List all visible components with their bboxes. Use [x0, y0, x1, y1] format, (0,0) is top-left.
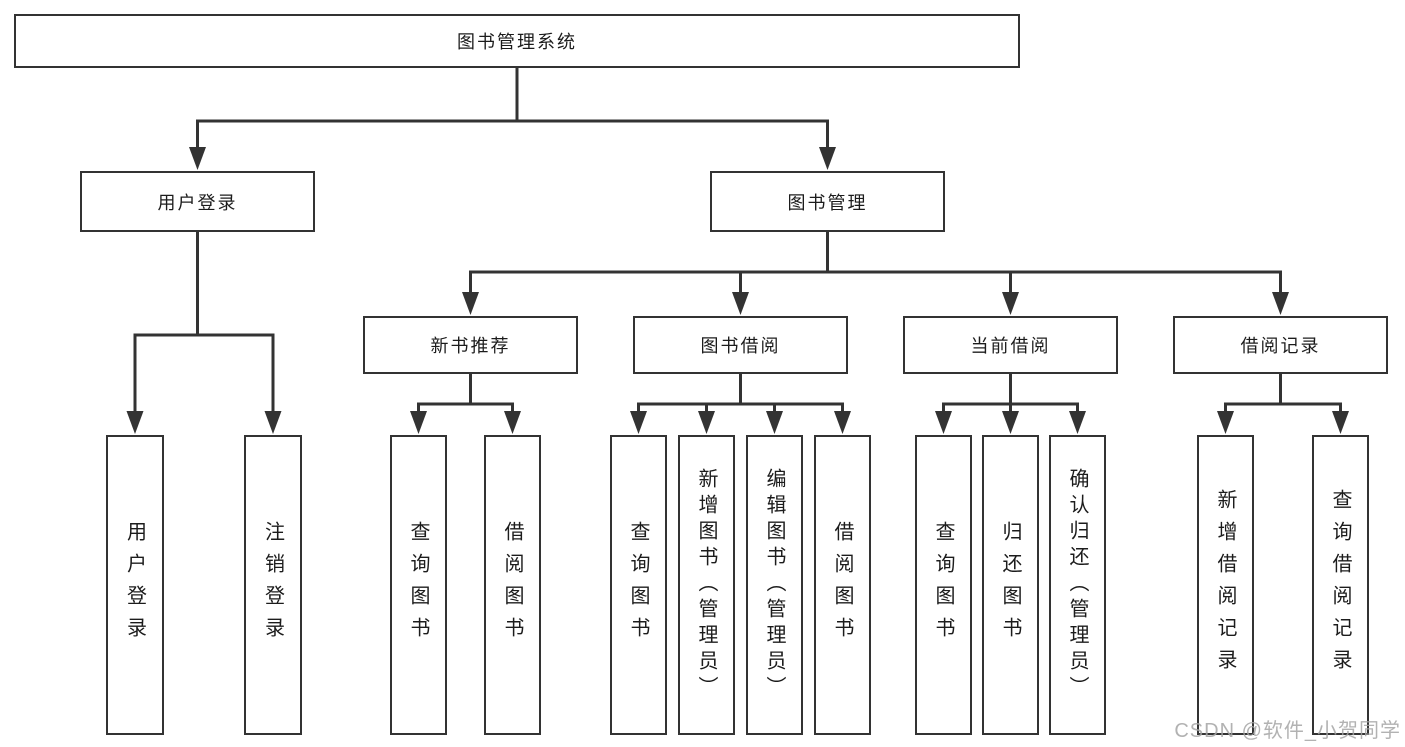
leaf-current-query-books: 查询图书 [915, 435, 972, 735]
leaf-recommend-query-books: 查询图书 [390, 435, 447, 735]
leaf-records-add-borrow-record: 新增借阅记录 [1197, 435, 1254, 735]
arrowhead [504, 411, 521, 434]
arrowhead [766, 411, 783, 434]
arrowhead [264, 411, 282, 434]
connector-borrowing-to-leaves [637, 374, 844, 414]
arrowhead [1332, 411, 1349, 434]
arrowhead [732, 292, 749, 315]
arrowhead [819, 147, 836, 170]
leaf-borrowing-edit-books-admin: 编辑图书（管理员） [746, 435, 803, 735]
arrowhead [410, 411, 427, 434]
arrowhead [1217, 411, 1234, 434]
arrowhead [834, 411, 851, 434]
connector-mgmt-to-level3 [469, 232, 1282, 295]
leaf-logout-login: 注销登录 [244, 435, 302, 735]
arrowhead [935, 411, 952, 434]
connector-login-to-leaves [133, 232, 275, 414]
node-borrowing-records: 借阅记录 [1173, 316, 1388, 374]
arrowhead [630, 411, 647, 434]
node-book-management: 图书管理 [710, 171, 945, 232]
node-new-book-recommend: 新书推荐 [363, 316, 578, 374]
csdn-watermark: CSDN @软件_小贺同学 [1174, 720, 1401, 742]
node-book-borrowing: 图书借阅 [633, 316, 848, 374]
leaf-current-return-books: 归还图书 [982, 435, 1039, 735]
leaf-borrowing-borrow-books: 借阅图书 [814, 435, 871, 735]
leaf-borrowing-query-books: 查询图书 [610, 435, 667, 735]
connector-recommend-to-leaves [417, 374, 514, 414]
arrowhead [126, 411, 144, 434]
node-library-management-system: 图书管理系统 [14, 14, 1020, 68]
leaf-current-confirm-return-admin: 确认归还（管理员） [1049, 435, 1106, 735]
leaf-borrowing-add-books-admin: 新增图书（管理员） [678, 435, 735, 735]
connector-current-to-leaves [942, 374, 1079, 414]
arrowhead [1272, 292, 1289, 315]
leaf-user-login: 用户登录 [106, 435, 164, 735]
leaf-recommend-borrow-books: 借阅图书 [484, 435, 541, 735]
arrowhead [189, 147, 206, 170]
connector-records-to-leaves [1224, 374, 1342, 414]
arrowhead [1002, 411, 1019, 434]
arrowhead [462, 292, 479, 315]
connector-root-to-level2 [196, 68, 829, 150]
arrowhead [698, 411, 715, 434]
node-user-login: 用户登录 [80, 171, 315, 232]
arrowhead [1002, 292, 1019, 315]
node-current-borrowing: 当前借阅 [903, 316, 1118, 374]
leaf-records-query-borrow-record: 查询借阅记录 [1312, 435, 1369, 735]
arrowhead [1069, 411, 1086, 434]
